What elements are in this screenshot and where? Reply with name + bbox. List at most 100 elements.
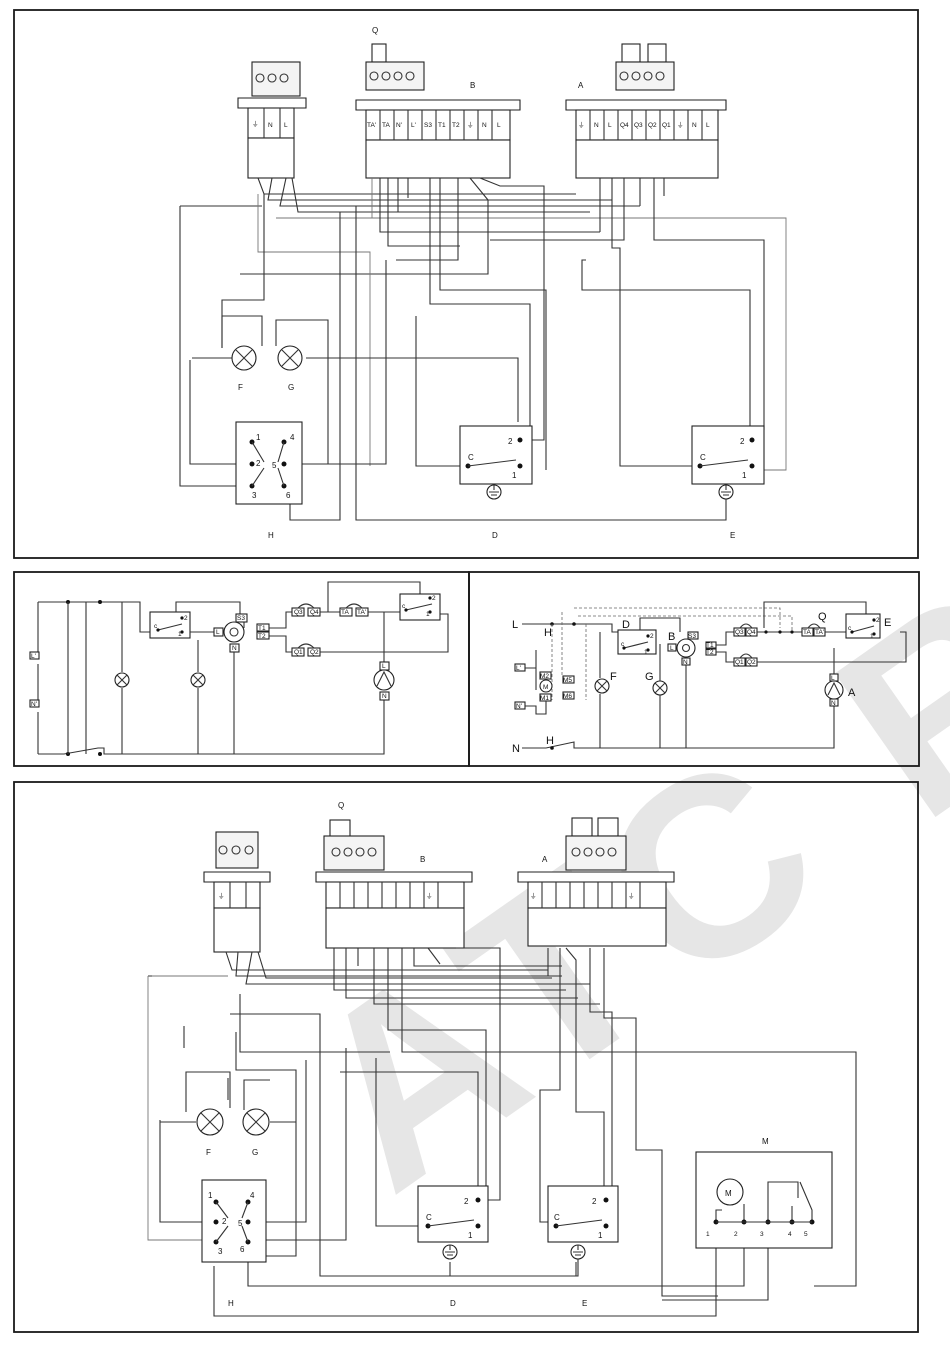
- terminal-T1: T1: [438, 122, 446, 129]
- svg-text:c: c: [154, 623, 158, 630]
- svg-text:N: N: [831, 700, 836, 707]
- terminal-Q1: Q1: [662, 122, 671, 129]
- svg-text:c: c: [621, 641, 625, 648]
- svg-text:2: 2: [650, 633, 654, 640]
- svg-text:1: 1: [256, 433, 261, 442]
- svg-text:⏚: ⏚: [677, 121, 684, 129]
- svg-text:2: 2: [256, 459, 261, 468]
- label-A: A: [578, 81, 584, 90]
- svg-text:M5: M5: [563, 677, 572, 684]
- motor-unit-M: M M 1 2 3 4 5: [695, 1137, 833, 1249]
- svg-text:L': L': [31, 653, 36, 660]
- controller-A-bottom: ⏚ ⏚: [517, 817, 675, 947]
- terminal-N2-A: N: [692, 122, 697, 129]
- panel-top-frame: [13, 9, 919, 559]
- svg-text:L: L: [831, 675, 835, 682]
- svg-text:c: c: [848, 625, 852, 632]
- switch-H: 1 4 2 5 3 6: [235, 421, 303, 505]
- term-Lp: [29, 651, 40, 660]
- terminal-TA: TA: [382, 122, 390, 129]
- svg-text:3: 3: [218, 1247, 223, 1256]
- svg-text:6: 6: [240, 1245, 245, 1254]
- label-D: D: [492, 531, 498, 540]
- svg-text:Q1: Q1: [735, 659, 744, 666]
- svg-text:4: 4: [250, 1191, 255, 1200]
- motor-M: [539, 679, 553, 693]
- svg-text:1: 1: [468, 1231, 473, 1240]
- terminal-TAp: TA': [367, 122, 376, 129]
- terminal-block-left-bottom: ⏚: [203, 831, 271, 953]
- svg-text:N: N: [683, 659, 688, 666]
- panel-top-wiring-diagram: ⏚ N L TA' TA N' L' S3 T1 T2 ⏚ N L: [13, 9, 919, 559]
- svg-text:⏚: ⏚: [467, 121, 474, 129]
- svg-text:⏚: ⏚: [252, 120, 259, 128]
- thermostat-E-bottom: C 2 1: [547, 1185, 619, 1260]
- lamp-F-bottom: [185, 1071, 231, 1136]
- terminal-Q2: Q2: [648, 122, 657, 129]
- svg-text:T2: T2: [706, 649, 714, 656]
- svg-text:M: M: [543, 684, 548, 691]
- label-E-bottom: E: [582, 1299, 587, 1308]
- relay-D: [149, 611, 191, 639]
- svg-text:B: B: [668, 631, 675, 643]
- svg-text:M6: M6: [563, 693, 572, 700]
- svg-text:5: 5: [272, 461, 277, 470]
- svg-text:4: 4: [788, 1231, 792, 1238]
- label-Q: Q: [372, 26, 378, 35]
- label-H: H: [268, 531, 274, 540]
- label-D-bottom: D: [450, 1299, 456, 1308]
- svg-text:M2: M2: [540, 673, 549, 680]
- svg-text:2: 2: [508, 437, 513, 446]
- svg-text:S3: S3: [237, 615, 245, 622]
- controller-B: TA' TA N' L' S3 T1 T2 ⏚ N L: [355, 43, 521, 179]
- svg-text:4: 4: [290, 433, 295, 442]
- svg-text:G: G: [645, 671, 654, 683]
- terminal-Q4: Q4: [620, 122, 629, 129]
- svg-text:⏚: ⏚: [426, 892, 433, 900]
- svg-text:A: A: [848, 687, 856, 699]
- svg-text:L': L': [516, 665, 521, 672]
- watermark: ATC ROC: [259, 282, 950, 1243]
- label-L: L: [512, 619, 518, 631]
- switch-H-bottom: 1 4 2 5 3 6: [201, 1179, 267, 1263]
- thermostat-D-bottom: C 2 1: [417, 1185, 489, 1260]
- terminal-block-left: ⏚ N L: [237, 61, 307, 179]
- terminal-Np: N': [396, 122, 402, 129]
- svg-text:3: 3: [760, 1231, 764, 1238]
- svg-text:1: 1: [742, 471, 747, 480]
- thermostat-D: C 2 1: [459, 425, 533, 500]
- label-F: F: [238, 383, 243, 392]
- svg-text:Q3: Q3: [294, 609, 303, 616]
- term-Np: [29, 699, 40, 708]
- panel-bottom-wiring-diagram: ⏚ ⏚ ⏚ ⏚: [13, 781, 919, 1333]
- panel-mid-right-frame: [468, 571, 920, 767]
- label-H-bottom: H: [546, 735, 554, 747]
- svg-text:⏚: ⏚: [218, 892, 225, 900]
- fan-B-mid: [676, 638, 696, 658]
- lamp-G: [275, 319, 303, 371]
- svg-text:TA: TA: [803, 629, 811, 636]
- label-Q-bottom: Q: [338, 801, 344, 810]
- terminal-N-B: N: [482, 122, 487, 129]
- label-M: M: [762, 1137, 769, 1146]
- svg-text:TA': TA': [357, 609, 366, 616]
- svg-text:2: 2: [184, 615, 188, 622]
- svg-text:S3: S3: [688, 633, 696, 640]
- label-H-top: H: [544, 627, 552, 639]
- terminal-S3: S3: [424, 122, 432, 129]
- svg-text:2: 2: [592, 1197, 597, 1206]
- svg-text:C: C: [426, 1213, 432, 1222]
- svg-text:5: 5: [804, 1231, 808, 1238]
- motor-icon: [716, 1178, 744, 1206]
- panel-mid-right-schematic: L N H H L' N' M2 M M1 M5 M6 F G D c 2 1: [468, 571, 920, 767]
- svg-text:2: 2: [734, 1231, 738, 1238]
- svg-text:Q3: Q3: [735, 629, 744, 636]
- controller-A: ⏚ N L Q4 Q3 Q2 Q1 ⏚ N L: [565, 43, 727, 179]
- svg-text:C: C: [700, 453, 706, 462]
- svg-text:2: 2: [876, 617, 880, 624]
- svg-text:F: F: [610, 671, 617, 683]
- terminal-L2-A: L: [706, 122, 710, 129]
- svg-text:T1: T1: [258, 625, 266, 632]
- svg-text:1: 1: [208, 1191, 213, 1200]
- svg-text:Q1: Q1: [294, 649, 303, 656]
